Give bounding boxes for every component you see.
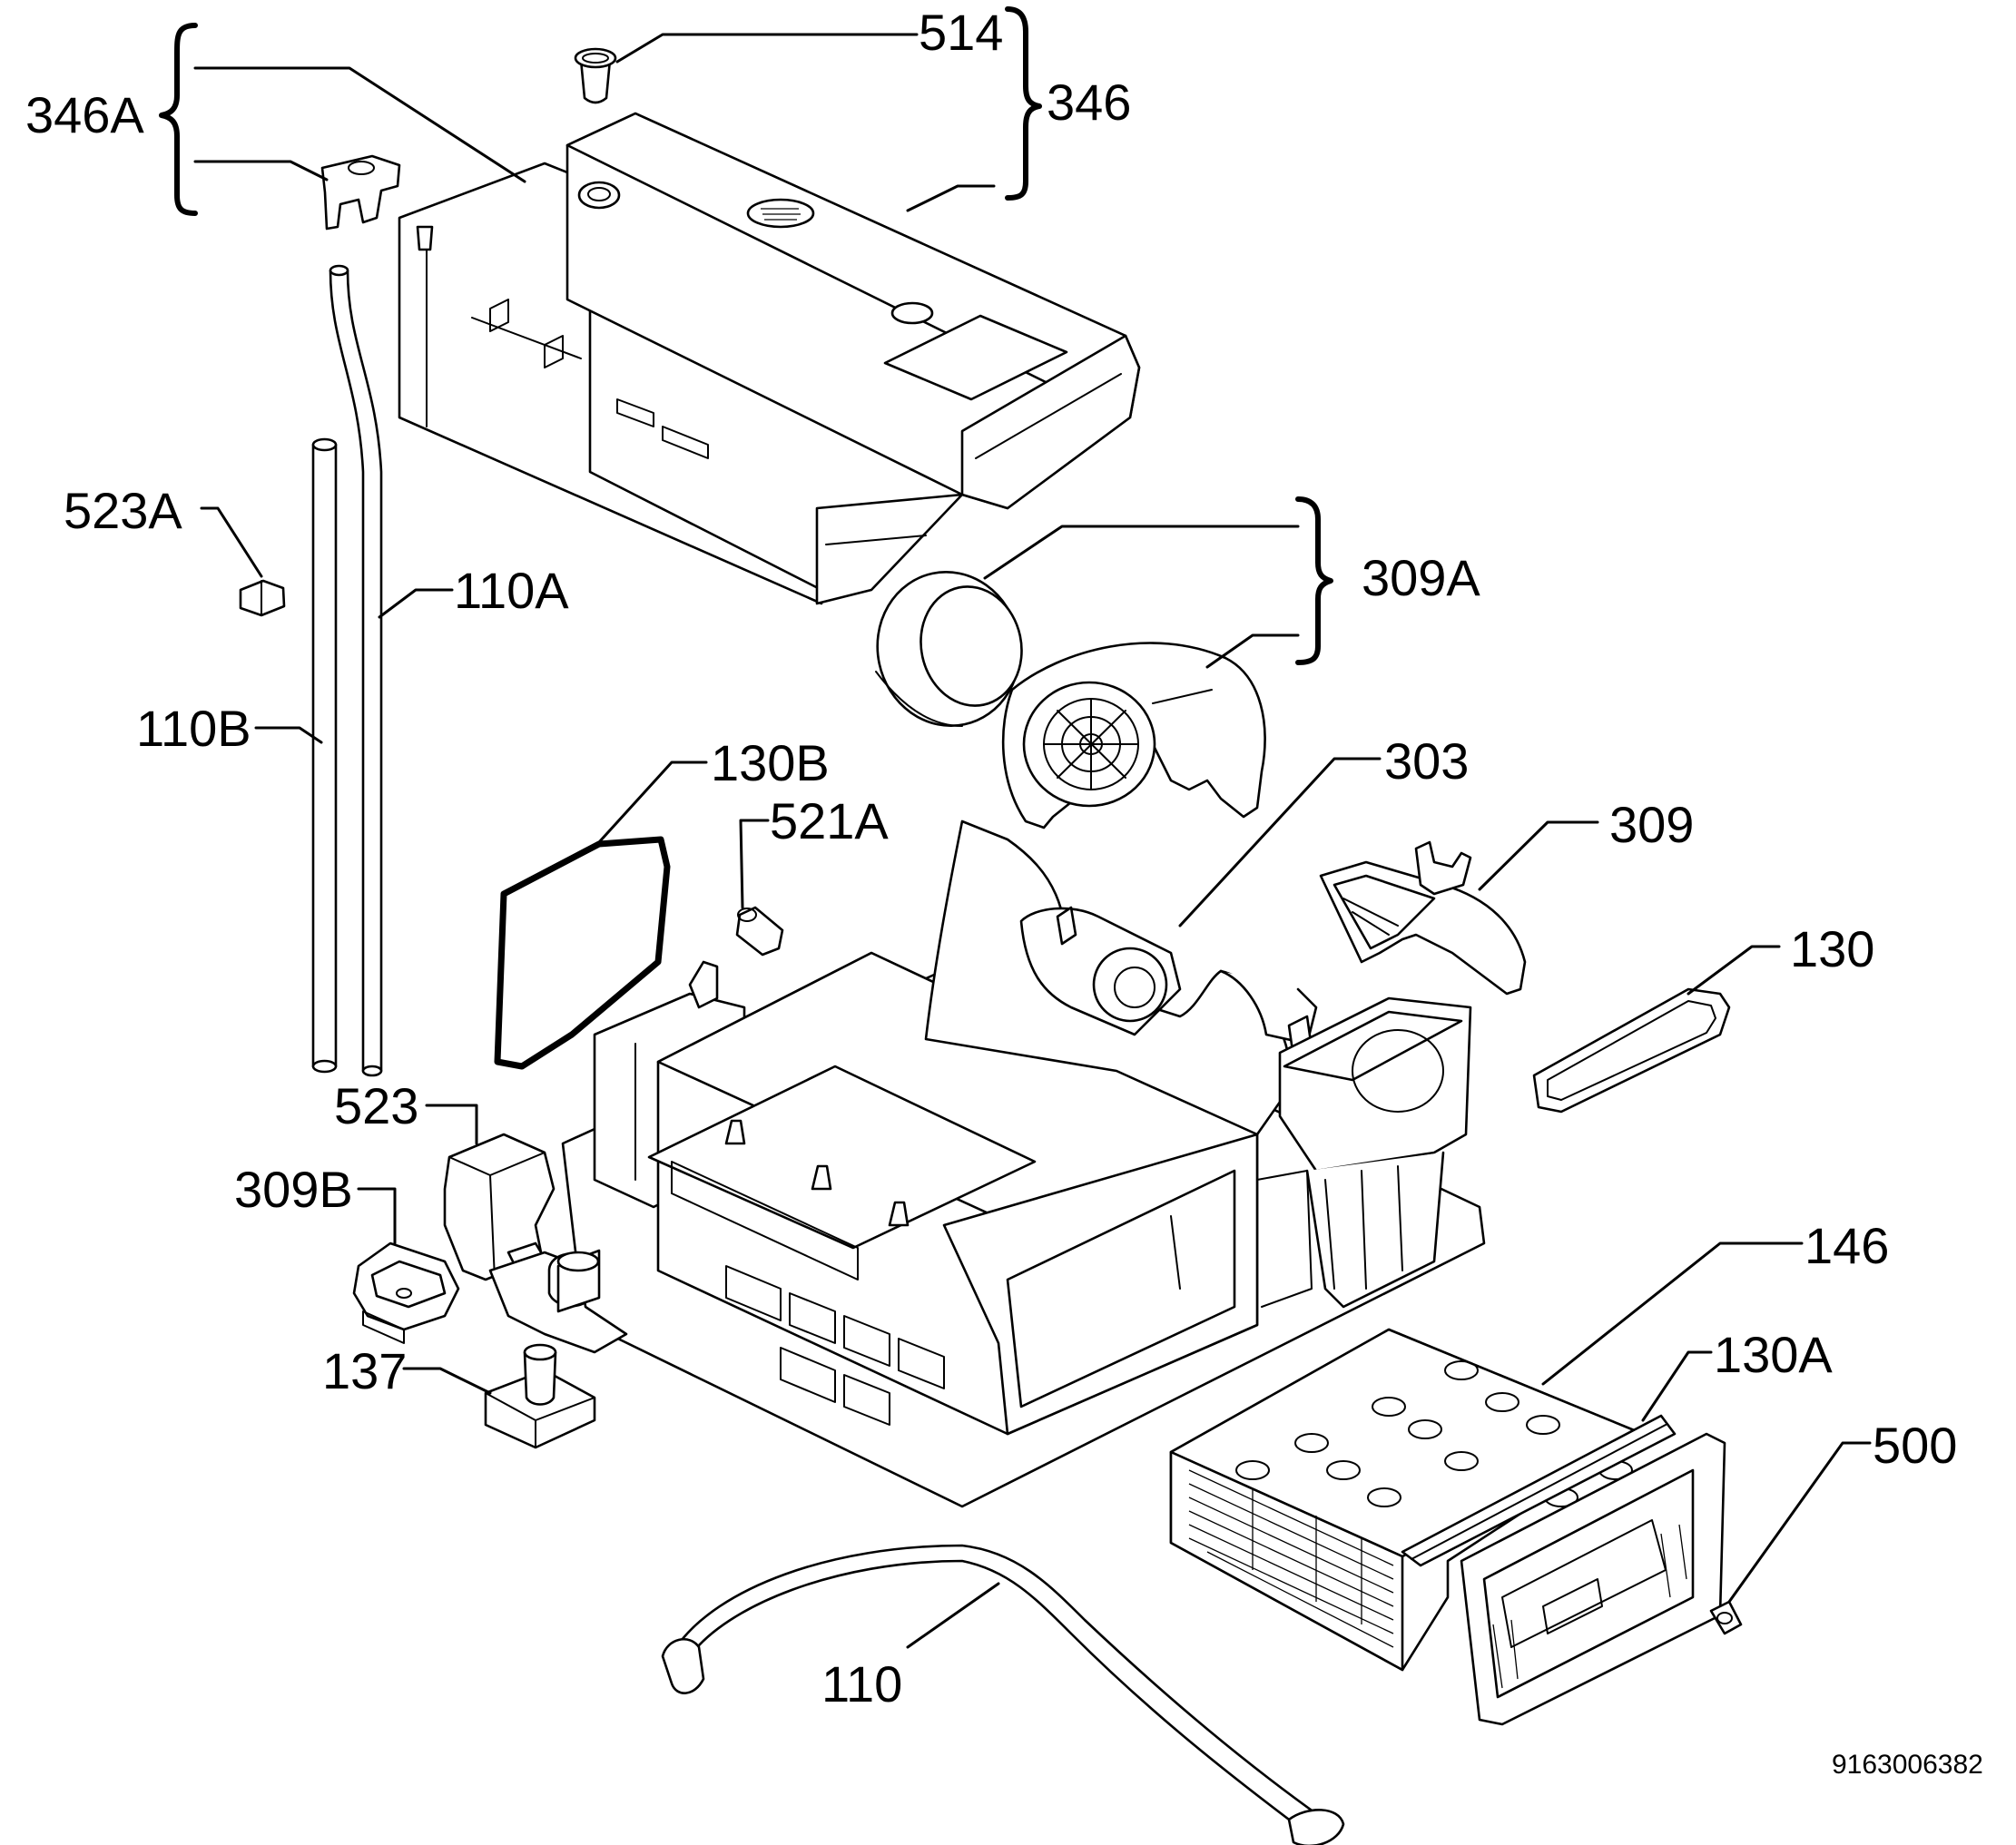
label-346A: 346A — [25, 86, 144, 143]
part-connector-block — [488, 1249, 628, 1354]
label-110: 110 — [821, 1655, 902, 1713]
part-346-water-container-housing — [398, 112, 1141, 605]
part-309A-fan-cover — [1001, 642, 1266, 829]
label-523: 523 — [334, 1077, 418, 1134]
label-521A: 521A — [770, 792, 889, 849]
part-110A-tube — [329, 264, 383, 1077]
label-514: 514 — [919, 4, 1003, 61]
part-521A-bush — [735, 906, 784, 957]
part-309A-fan-ring — [875, 570, 1023, 728]
label-523A: 523A — [64, 482, 182, 539]
part-130-gasket — [1532, 987, 1731, 1114]
document-number: 9163006382 — [1832, 1750, 1983, 1780]
callout-labels: 514 346 346A 523A 110A 309A 110B 130B 52… — [25, 4, 1983, 1780]
label-130: 130 — [1790, 920, 1874, 977]
label-146: 146 — [1805, 1217, 1889, 1274]
part-base-unit — [561, 819, 1486, 1508]
part-110-hose — [661, 1544, 1345, 1845]
part-523A-clip — [239, 579, 286, 617]
part-130A-seal — [1401, 1414, 1677, 1567]
braces — [159, 6, 1333, 665]
part-146-condenser — [1169, 1328, 1645, 1672]
label-309A: 309A — [1362, 549, 1480, 606]
label-110B: 110B — [136, 700, 251, 757]
part-130B-seal — [494, 836, 671, 1070]
label-130B: 130B — [711, 734, 830, 791]
part-500-end-frame — [1460, 1432, 1743, 1726]
label-110A: 110A — [454, 562, 569, 619]
leader-lines — [193, 33, 1872, 1649]
label-309: 309 — [1609, 796, 1694, 853]
part-309-fan-cover — [1319, 840, 1527, 996]
part-514-cap — [574, 47, 617, 104]
part-309B-frame — [352, 1241, 460, 1344]
label-303: 303 — [1384, 732, 1469, 790]
label-500: 500 — [1873, 1417, 1957, 1474]
part-346A-clip — [320, 154, 401, 231]
label-137: 137 — [322, 1342, 407, 1399]
label-346: 346 — [1047, 74, 1131, 131]
label-309B: 309B — [234, 1161, 353, 1218]
part-137-float — [484, 1343, 596, 1449]
part-110B-tube — [311, 437, 338, 1074]
label-130A: 130A — [1714, 1326, 1833, 1383]
